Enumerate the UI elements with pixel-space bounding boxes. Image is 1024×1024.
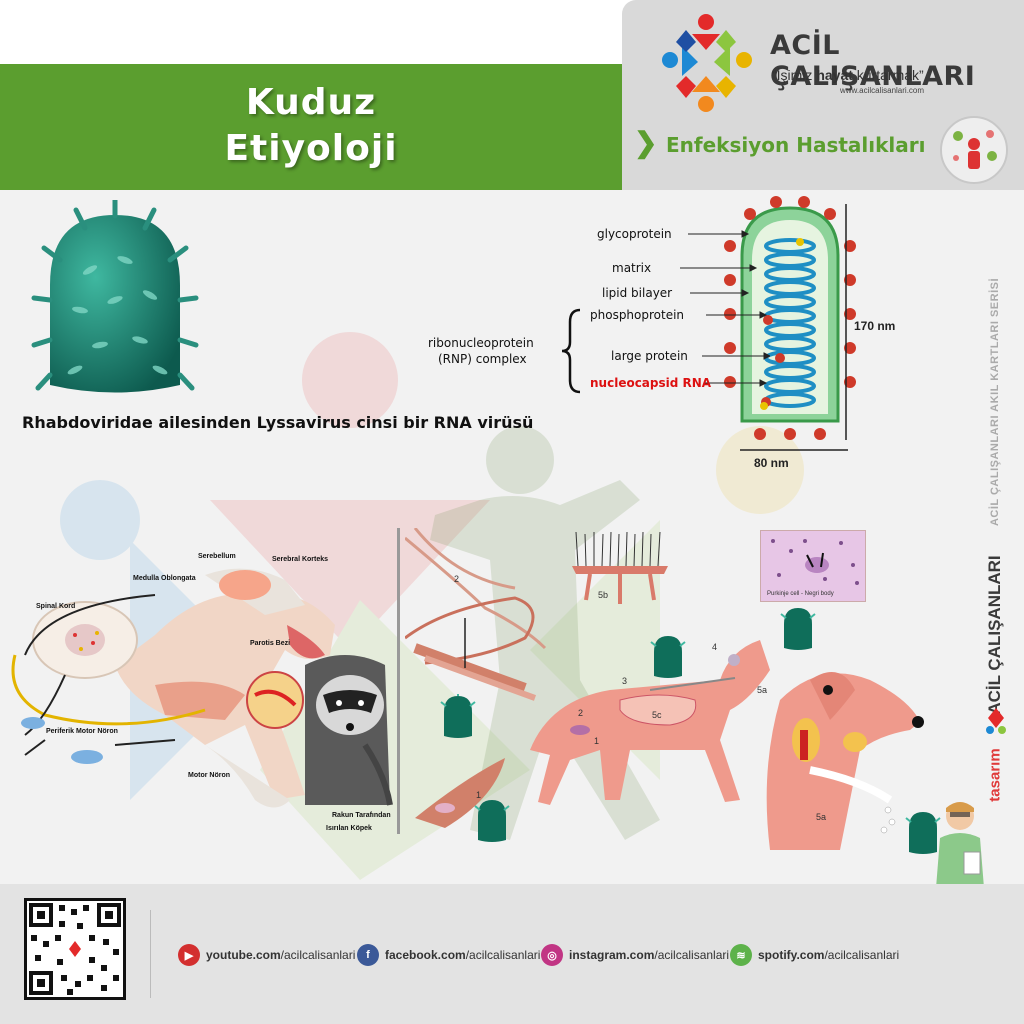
label-glycoprotein: glycoprotein [597, 227, 672, 241]
category-label: Enfeksiyon Hastalıkları [666, 133, 926, 157]
footer-divider [150, 910, 151, 998]
slogan-open: “İşimiz [772, 67, 817, 83]
width-dimension-line [740, 449, 848, 451]
width-label: 80 nm [754, 456, 789, 470]
youtube-domain: youtube.com [206, 948, 281, 962]
label-serebral-korteks: Serebral Korteks [272, 556, 329, 563]
label-parotis: Parotis Bezi [250, 640, 291, 647]
instagram-icon: ◎ [541, 944, 563, 966]
label-motor-noron: Motor Nöron [188, 772, 230, 779]
height-label: 170 nm [854, 319, 896, 333]
qr-code[interactable] [24, 898, 126, 1000]
facebook-path: /acilcalisanlari [465, 948, 541, 962]
spotify-domain: spotify.com [758, 948, 825, 962]
brand-logo-icon [662, 14, 752, 112]
label-rakun-2: Isırılan Köpek [326, 825, 372, 832]
facebook-link[interactable]: f facebook.com/acilcalisanlari [357, 944, 540, 966]
step-label-5a: 5a [816, 812, 827, 822]
chevron-right-icon: ❯ [634, 127, 658, 158]
step-label-5a-small: 5a [757, 685, 768, 695]
label-lipid-bilayer: lipid bilayer [602, 286, 673, 300]
label-rakun-1: Rakun Tarafından [332, 812, 391, 819]
footer [0, 884, 1024, 1024]
brand-slogan: “İşimiz hayat kurtarmak” [772, 67, 924, 83]
instagram-domain: instagram.com [569, 948, 655, 962]
label-nucleocapsid-rna: nucleocapsid RNA [590, 376, 712, 390]
histology-image: Purkinje cell - Negri body [760, 530, 866, 602]
label-large-protein: large protein [611, 349, 688, 363]
rabies-virus-illustration [31, 200, 199, 393]
label-rnp-line1: ribonucleoprotein [428, 336, 534, 350]
virion-icon [905, 812, 941, 854]
walking-dog-illustration [530, 640, 770, 805]
youtube-link[interactable]: ▶ youtube.com/acilcalisanlari [178, 944, 355, 966]
instagram-link[interactable]: ◎ instagram.com/acilcalisanlari [541, 944, 729, 966]
brand-vertical-text: ACİL ÇALIŞANLARI [985, 555, 1004, 715]
dog-anatomy-illustration [11, 568, 393, 808]
instagram-path: /acilcalisanlari [654, 948, 730, 962]
step-label-1b: 1 [594, 736, 600, 746]
section-divider [397, 528, 400, 834]
histology-caption: Purkinje cell - Negri body [767, 591, 834, 597]
step-label-5c: 5c [652, 710, 662, 720]
title-line-2: Etiyoloji [224, 128, 398, 169]
slogan-close: kurtarmak” [852, 67, 924, 83]
label-arrows [680, 230, 770, 387]
slogan-bold: hayat [816, 67, 853, 83]
youtube-path: /acilcalisanlari [280, 948, 356, 962]
page-title: Kuduz Etiyoloji [0, 80, 622, 172]
series-vertical-text: ACİL ÇALIŞANLARI AKIL KARTLARI SERİSİ [989, 277, 1001, 527]
virion-icon [780, 608, 816, 650]
facebook-icon: f [357, 944, 379, 966]
virion-icon [650, 636, 686, 678]
infection-icon [940, 116, 1008, 184]
step-label-4: 4 [712, 642, 718, 652]
height-dimension-line [845, 204, 847, 440]
spotify-path: /acilcalisanlari [824, 948, 900, 962]
label-spinal-kord: Spinal Kord [36, 603, 76, 610]
facebook-domain: facebook.com [385, 948, 466, 962]
step-label-5b: 5b [598, 590, 609, 600]
label-medulla: Medulla Oblongata [133, 575, 196, 582]
step-label-3: 3 [622, 676, 628, 686]
brand-name: ACİL ÇALIŞANLARI [770, 30, 976, 92]
virion-icon [440, 694, 476, 738]
virus-caption: Rhabdoviridae ailesinden Lyssavirus cins… [22, 413, 534, 432]
label-periferik: Periferik Motor Nöron [46, 728, 118, 735]
label-matrix: matrix [612, 261, 652, 275]
label-serebellum: Serebellum [198, 553, 236, 560]
step-label-2a: 2 [454, 574, 460, 584]
rnp-brace [561, 308, 581, 394]
label-phosphoprotein: phosphoprotein [590, 308, 685, 322]
step-label-2b: 2 [578, 708, 584, 718]
salivary-gland-illustration [572, 531, 668, 604]
small-logo-icon [986, 708, 1006, 734]
label-rnp-line2: (RNP) complex [438, 352, 527, 366]
brand-url: www.acilcalisanlari.com [840, 86, 925, 95]
title-band [0, 64, 622, 190]
virion-icon [474, 800, 510, 842]
spotify-link[interactable]: ≋ spotify.com/acilcalisanlari [730, 944, 899, 966]
youtube-icon: ▶ [178, 944, 200, 966]
virion-structure-diagram [724, 196, 856, 440]
spotify-icon: ≋ [730, 944, 752, 966]
title-line-1: Kuduz [245, 82, 377, 123]
step-label-1a: 1 [476, 790, 482, 800]
nerve-muscle-illustration [405, 528, 547, 828]
dog-head-illustration [766, 672, 924, 850]
